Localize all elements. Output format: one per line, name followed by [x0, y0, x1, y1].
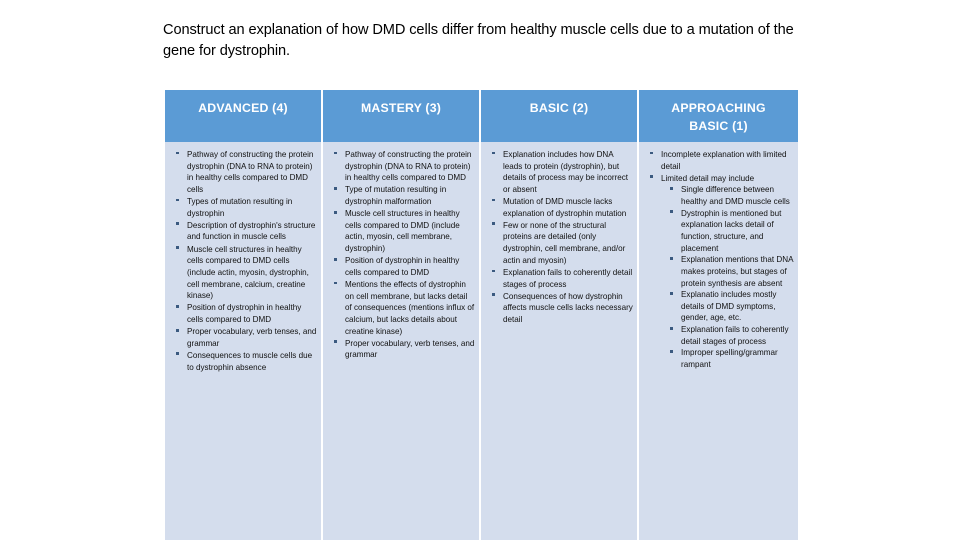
- list-item: Limited detail may include Single differ…: [641, 173, 794, 371]
- list-item: Proper vocabulary, verb tenses, and gram…: [325, 338, 475, 361]
- rubric-column-advanced: ADVANCED (4) Pathway of constructing the…: [165, 90, 321, 540]
- square-bullet-icon: [670, 326, 673, 330]
- column-header-line: BASIC (1): [689, 119, 748, 134]
- column-header-line: MASTERY (3): [360, 101, 442, 115]
- column-body-approaching-basic: Incomplete explanation with limited deta…: [639, 142, 798, 540]
- column-header-approaching-basic: APPROACHING BASIC (1): [639, 90, 798, 142]
- column-header-basic: BASIC (2): [481, 90, 637, 142]
- list-item: Muscle cell structures in healthy cells …: [167, 244, 317, 302]
- square-bullet-icon: [334, 257, 337, 261]
- column-body-basic: Explanation includes how DNA leads to pr…: [481, 142, 637, 540]
- square-bullet-icon: [492, 151, 495, 155]
- list-item: Consequences to muscle cells due to dyst…: [167, 350, 317, 373]
- square-bullet-icon: [670, 210, 673, 214]
- square-bullet-icon: [334, 210, 337, 214]
- square-bullet-icon: [650, 175, 653, 179]
- list-item: Single difference between healthy and DM…: [661, 184, 794, 207]
- list-item: Mentions the effects of dystrophin on ce…: [325, 279, 475, 337]
- criteria-sublist: Single difference between healthy and DM…: [661, 184, 794, 370]
- list-item: Incomplete explanation with limited deta…: [641, 149, 794, 172]
- criteria-list-mastery: Pathway of constructing the protein dyst…: [325, 149, 475, 361]
- list-item: Pathway of constructing the protein dyst…: [167, 149, 317, 196]
- square-bullet-icon: [176, 304, 179, 308]
- list-item: Improper spelling/grammar rampant: [661, 347, 794, 370]
- list-item: Position of dystrophin in healthy cells …: [167, 302, 317, 325]
- square-bullet-icon: [176, 222, 179, 226]
- list-item: Consequences of how dystrophin affects m…: [483, 291, 633, 326]
- square-bullet-icon: [334, 151, 337, 155]
- square-bullet-icon: [334, 187, 337, 190]
- square-bullet-icon: [334, 281, 337, 285]
- column-header-line: BASIC (2): [529, 101, 589, 115]
- square-bullet-icon: [176, 352, 179, 356]
- column-header-mastery: MASTERY (3): [323, 90, 479, 142]
- criteria-list-basic: Explanation includes how DNA leads to pr…: [483, 149, 633, 326]
- list-item: Description of dystrophin's structure an…: [167, 220, 317, 243]
- rubric-column-approaching-basic: APPROACHING BASIC (1) Incomplete explana…: [639, 90, 798, 540]
- list-item: Explanation fails to coherently detail s…: [661, 324, 794, 347]
- square-bullet-icon: [650, 151, 653, 155]
- criteria-list-approaching-basic: Incomplete explanation with limited deta…: [641, 149, 794, 371]
- list-item: Explanatio includes mostly details of DM…: [661, 289, 794, 324]
- square-bullet-icon: [176, 151, 179, 155]
- list-item: Dystrophin is mentioned but explanation …: [661, 208, 794, 255]
- rubric-table: ADVANCED (4) Pathway of constructing the…: [165, 90, 800, 540]
- column-header-line: ADVANCED (4): [198, 101, 288, 115]
- list-item: Explanation fails to coherently detail s…: [483, 267, 633, 290]
- square-bullet-icon: [670, 187, 673, 190]
- square-bullet-icon: [492, 222, 495, 226]
- rubric-column-basic: BASIC (2) Explanation includes how DNA l…: [481, 90, 637, 540]
- list-item: Position of dystrophin in healthy cells …: [325, 255, 475, 278]
- square-bullet-icon: [176, 328, 179, 332]
- square-bullet-icon: [670, 349, 673, 353]
- list-item: Few or none of the structural proteins a…: [483, 220, 633, 267]
- column-header-line: APPROACHING: [671, 101, 766, 115]
- square-bullet-icon: [492, 198, 495, 202]
- rubric-column-mastery: MASTERY (3) Pathway of constructing the …: [323, 90, 479, 540]
- square-bullet-icon: [176, 198, 179, 202]
- column-header-advanced: ADVANCED (4): [165, 90, 321, 142]
- list-item: Explanation includes how DNA leads to pr…: [483, 149, 633, 196]
- column-body-advanced: Pathway of constructing the protein dyst…: [165, 142, 321, 540]
- square-bullet-icon: [176, 246, 179, 250]
- square-bullet-icon: [670, 291, 673, 295]
- square-bullet-icon: [492, 269, 495, 273]
- square-bullet-icon: [670, 256, 673, 260]
- list-item: Proper vocabulary, verb tenses, and gram…: [167, 326, 317, 349]
- page-title: Construct an explanation of how DMD cell…: [163, 22, 794, 59]
- list-item: Explanation mentions that DNA makes prot…: [661, 254, 794, 289]
- square-bullet-icon: [492, 293, 495, 297]
- column-body-mastery: Pathway of constructing the protein dyst…: [323, 142, 479, 540]
- list-item: Types of mutation resulting in dystrophi…: [167, 196, 317, 219]
- criteria-list-advanced: Pathway of constructing the protein dyst…: [167, 149, 317, 373]
- list-item: Pathway of constructing the protein dyst…: [325, 149, 475, 184]
- list-item: Mutation of DMD muscle lacks explanation…: [483, 196, 633, 219]
- square-bullet-icon: [334, 340, 337, 344]
- list-item: Type of mutation resulting in dystrophin…: [325, 184, 475, 207]
- list-item: Muscle cell structures in healthy cells …: [325, 208, 475, 255]
